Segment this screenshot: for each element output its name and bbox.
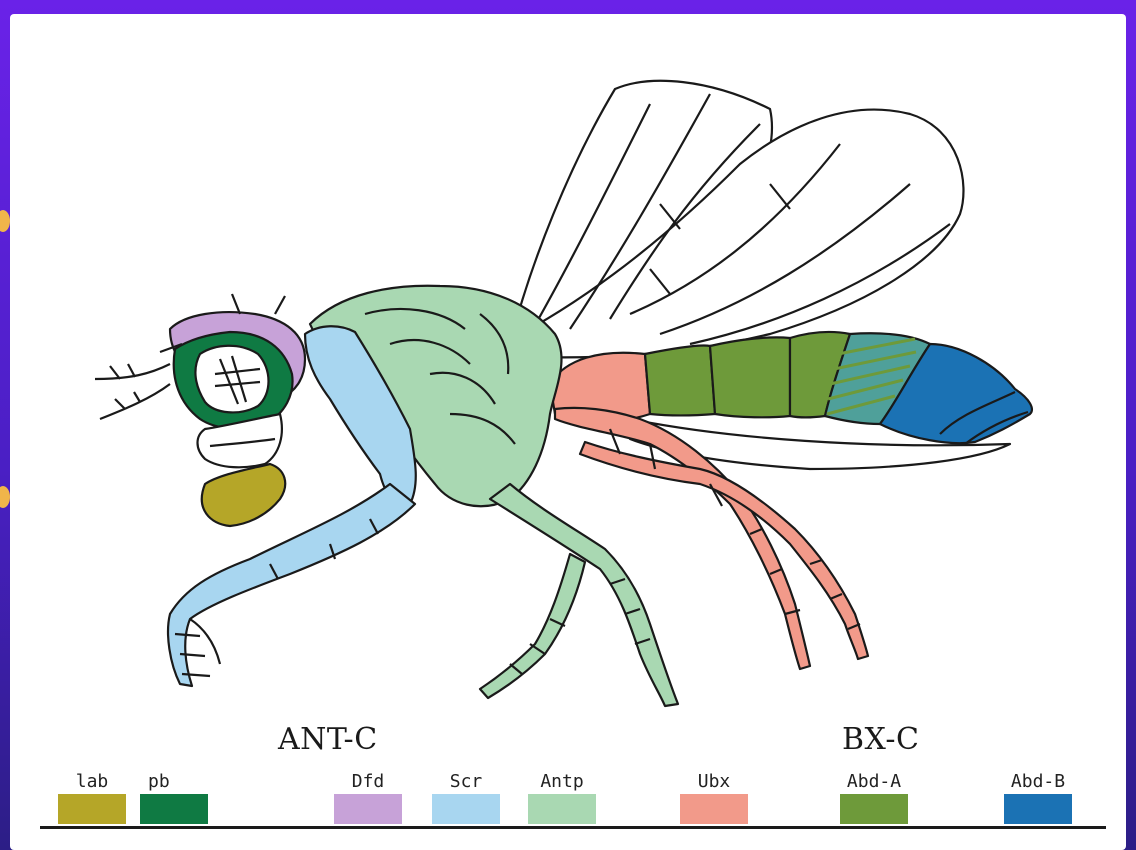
gene-pb: pb (140, 770, 208, 824)
gene-ubx: Ubx (680, 770, 748, 824)
bx-c-label: BX-C (842, 722, 919, 757)
gene-scr: Scr (432, 770, 500, 824)
abdomen-abda-2 (710, 337, 790, 417)
gene-label: Abd-A (840, 770, 908, 794)
edge-bullet-decoration (0, 486, 10, 508)
gene-swatch (528, 794, 596, 824)
edge-bullet-decoration (0, 210, 10, 232)
hind-leg-ubx-2 (580, 442, 868, 659)
gene-swatch (680, 794, 748, 824)
gene-swatch (840, 794, 908, 824)
gene-abd-a: Abd-A (840, 770, 908, 824)
front-leg-scr (168, 484, 415, 686)
chromosome-line (40, 826, 1106, 829)
middle-leg-antp-2 (480, 554, 585, 698)
gene-label: Ubx (680, 770, 748, 794)
gene-label: Abd-B (1004, 770, 1072, 794)
gene-label: Scr (432, 770, 500, 794)
gene-label: lab (58, 770, 126, 794)
gene-label: pb (140, 770, 208, 794)
fly-illustration (10, 14, 1126, 850)
head-lab (202, 464, 285, 526)
gene-swatch (1004, 794, 1072, 824)
gene-abd-b: Abd-B (1004, 770, 1072, 824)
gene-label: Antp (528, 770, 596, 794)
ant-c-label: ANT-C (278, 722, 378, 757)
gene-swatch (334, 794, 402, 824)
gene-antp: Antp (528, 770, 596, 824)
diagram-canvas: ANT-C BX-C lab pb Dfd Scr Antp (10, 14, 1126, 850)
gene-swatch (58, 794, 126, 824)
gene-label: Dfd (334, 770, 402, 794)
gene-lab: lab (58, 770, 126, 824)
gene-dfd: Dfd (334, 770, 402, 824)
gene-swatch (140, 794, 208, 824)
abdomen-abda-1 (645, 346, 715, 416)
compound-eye (195, 346, 268, 413)
gene-swatch (432, 794, 500, 824)
